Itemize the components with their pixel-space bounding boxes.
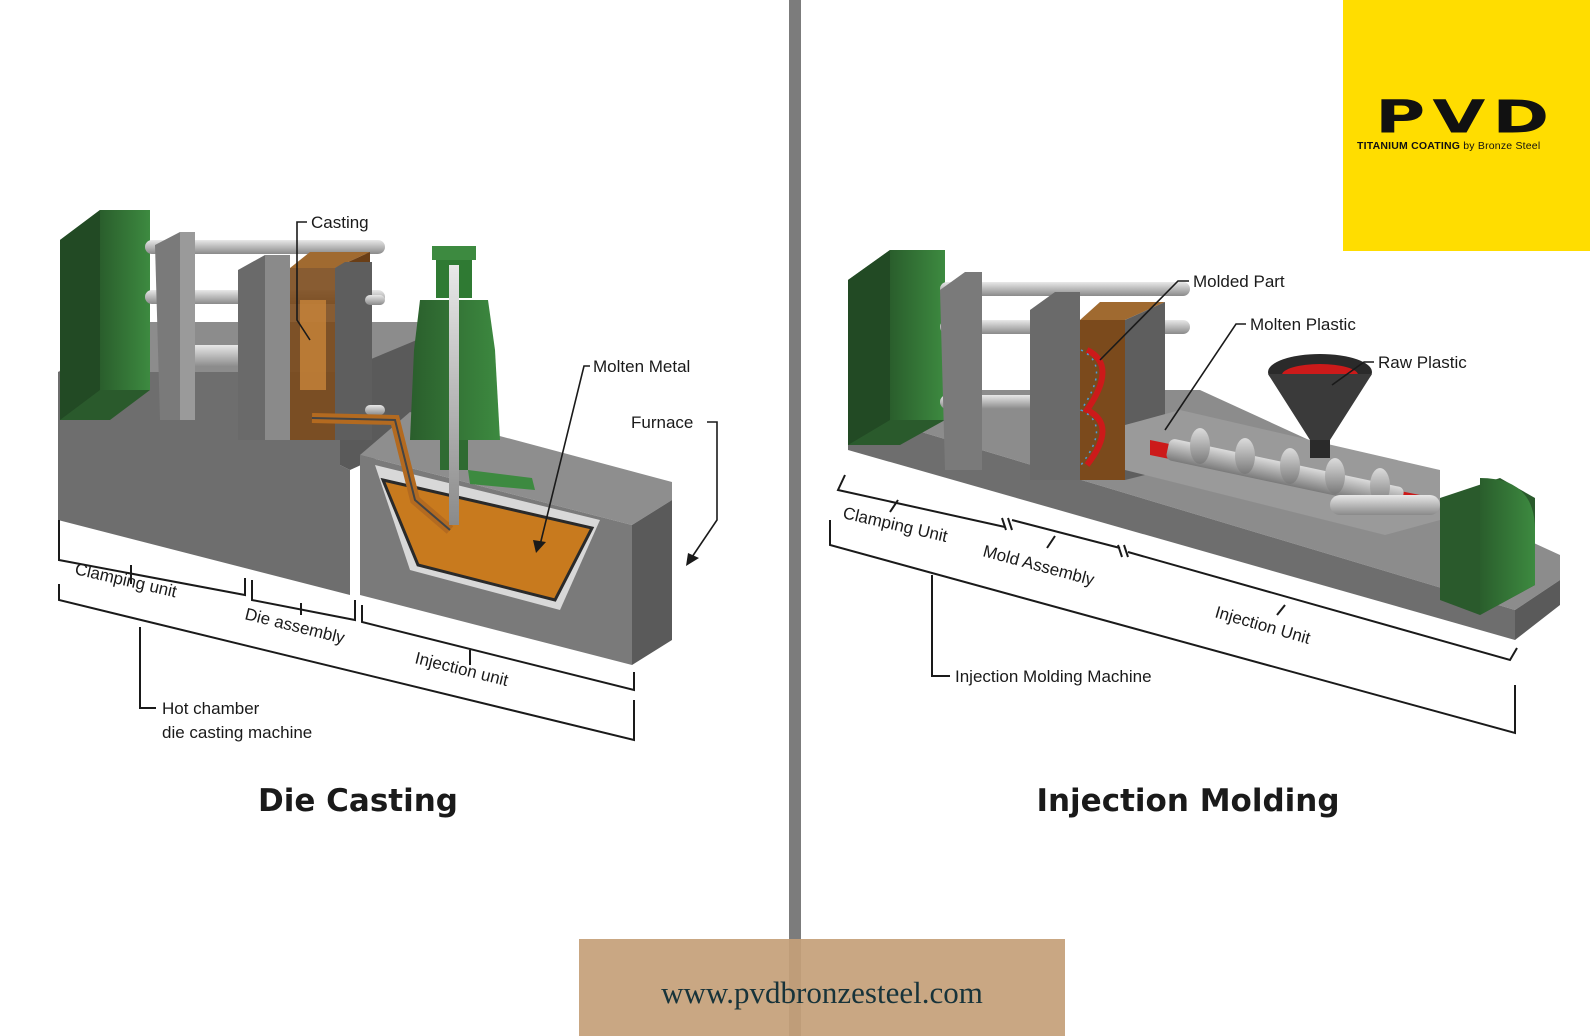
die-casting-title: Die Casting xyxy=(258,783,458,819)
center-divider xyxy=(789,0,801,1036)
svg-text:PVD: PVD xyxy=(1375,90,1556,143)
clamping-unit-label-im: Clamping Unit xyxy=(841,503,950,546)
pvd-tagline: TITANIUM COATING by Bronze Steel xyxy=(1357,140,1583,152)
die-assembly-label: Die assembly xyxy=(243,604,347,647)
machine-name-line2: die casting machine xyxy=(162,723,312,742)
injection-unit-label-im: Injection Unit xyxy=(1213,603,1313,648)
website-footer: www.pvdbronzesteel.com xyxy=(579,939,1065,1036)
injection-molding-leaders xyxy=(1099,280,1374,431)
die-casting-machine-illustration xyxy=(58,210,672,665)
website-url[interactable]: www.pvdbronzesteel.com xyxy=(661,975,983,1010)
casting-label: Casting xyxy=(311,213,369,232)
molded-part-label: Molded Part xyxy=(1193,272,1285,291)
injection-molding-machine-label: Injection Molding Machine xyxy=(955,667,1152,686)
pvd-wordmark: PVD xyxy=(1375,90,1556,143)
injection-molding-title: Injection Molding xyxy=(1036,783,1339,819)
injection-molding-section-braces xyxy=(829,474,1518,735)
die-casting-section-braces xyxy=(58,520,635,742)
molten-metal-label: Molten Metal xyxy=(593,357,690,376)
pvd-tagline-rest: by Bronze Steel xyxy=(1460,140,1541,152)
furnace-label: Furnace xyxy=(631,413,693,432)
machine-name-line1: Hot chamber xyxy=(162,699,260,718)
injection-molding-machine-illustration xyxy=(848,250,1560,640)
mold-assembly-label: Mold Assembly xyxy=(981,542,1097,590)
die-casting-leaders xyxy=(296,221,718,566)
molten-plastic-label: Molten Plastic xyxy=(1250,315,1356,334)
clamping-unit-label: Clamping unit xyxy=(73,559,179,601)
pvd-tagline-bold: TITANIUM COATING xyxy=(1357,140,1461,152)
pvd-logo: PVD TITANIUM COATING by Bronze Steel xyxy=(1343,0,1590,251)
raw-plastic-label: Raw Plastic xyxy=(1378,353,1467,372)
